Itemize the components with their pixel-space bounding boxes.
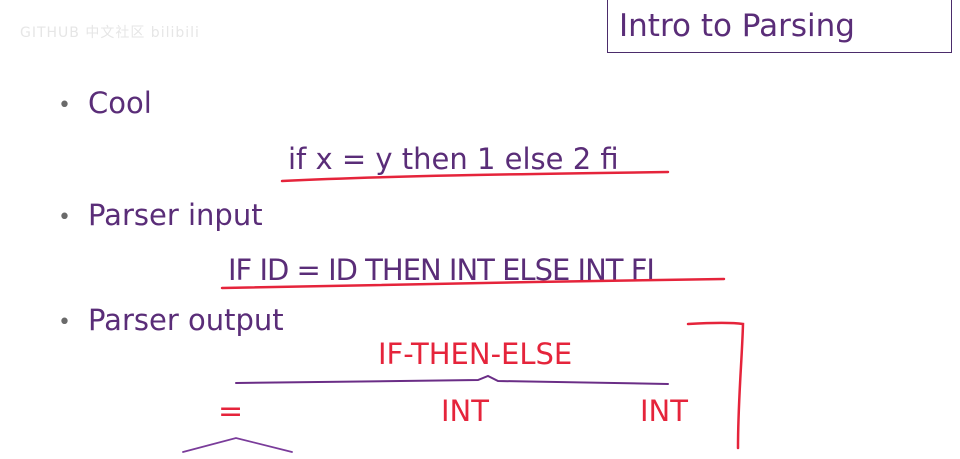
ink-bracket bbox=[686, 321, 745, 450]
title-box: Intro to Parsing bbox=[607, 0, 952, 53]
bullet-dot-icon: • bbox=[58, 309, 71, 335]
watermark: GITHUB 中文社区 bilibili bbox=[20, 25, 200, 41]
slide-title: Intro to Parsing bbox=[619, 8, 855, 44]
bullet-label: Cool bbox=[88, 86, 152, 120]
bullet-cool: • Cool bbox=[58, 86, 152, 120]
cool-example: if x = y then 1 else 2 fi bbox=[288, 142, 619, 176]
parser-input-example: IF ID = ID THEN INT ELSE INT FI bbox=[228, 253, 655, 287]
ink-equals-branches bbox=[182, 437, 293, 453]
tree-child-int-2: INT bbox=[640, 394, 688, 428]
bullet-parser-output: • Parser output bbox=[58, 303, 284, 337]
bullet-dot-icon: • bbox=[58, 204, 71, 230]
bullet-parser-input: • Parser input bbox=[58, 198, 263, 232]
bullet-dot-icon: • bbox=[58, 92, 71, 118]
ink-tree-line bbox=[235, 374, 669, 385]
bullet-label: Parser output bbox=[88, 303, 284, 337]
tree-child-equals: = bbox=[218, 394, 244, 429]
tree-child-int-1: INT bbox=[441, 394, 489, 428]
tree-root-label: IF-THEN-ELSE bbox=[378, 337, 573, 371]
bullet-label: Parser input bbox=[88, 198, 263, 232]
